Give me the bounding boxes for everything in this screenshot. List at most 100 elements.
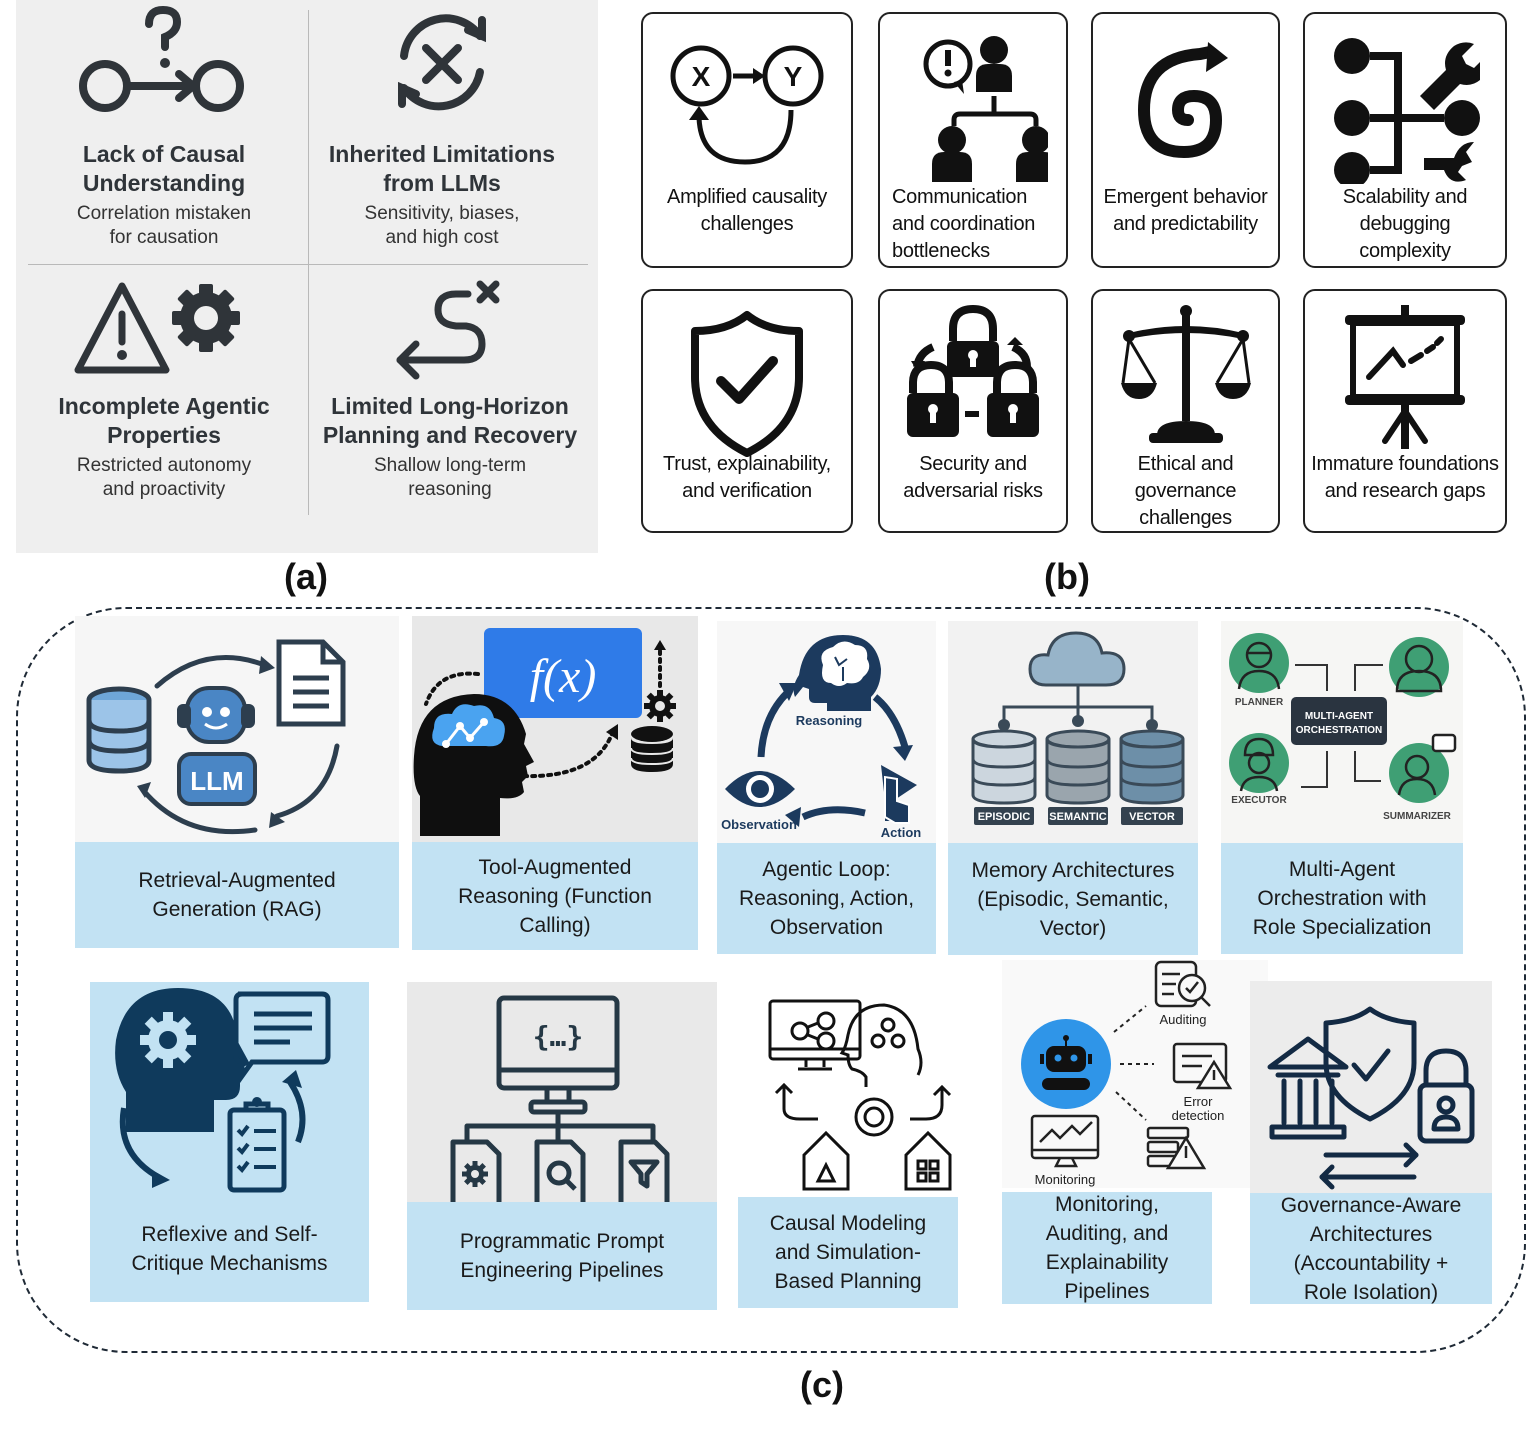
winding-path-x-icon: [396, 280, 500, 380]
summarizer-icon-text: SUMMARIZER: [1383, 811, 1452, 822]
challenge-card-trust: Trust, explainability, and verification: [641, 289, 853, 533]
technique-label: Tool-Augmented Reasoning (Function Calli…: [412, 842, 698, 950]
limitation-cell-causal: Lack of Causal Understanding Correlation…: [24, 6, 304, 250]
panel-b-caption: (b): [1044, 556, 1090, 597]
technique-card-tool-augmented: f(x) T: [412, 616, 698, 950]
card-label-line: governance: [1134, 480, 1237, 502]
cell-desc-line: for causation: [109, 227, 219, 248]
icon-text-y: Y: [784, 61, 803, 92]
causal-simulation-icon: [768, 999, 952, 1191]
technique-label: Memory Architectures (Episodic, Semantic…: [948, 843, 1198, 955]
card-label-line: Ethical and: [1137, 453, 1234, 475]
label-line: and Simulation-: [775, 1241, 921, 1264]
card-label-line: complexity: [1359, 240, 1451, 262]
cell-desc-line: Correlation mistaken: [76, 203, 252, 224]
memory-databases-icon: EPISODIC SEMANTIC VECTOR: [971, 631, 1185, 825]
card-label-line: challenges: [1139, 507, 1232, 529]
technique-card-reflexive: Reflexive and Self- Critique Mechanisms: [90, 982, 369, 1302]
cell-title-line: Understanding: [82, 170, 246, 196]
icon-text-x: X: [692, 61, 711, 92]
orchestration-icon-text: ORCHESTRATION: [1296, 725, 1382, 736]
label-line: Causal Modeling: [769, 1212, 927, 1235]
challenge-card-communication: Communication and coordination bottlenec…: [878, 12, 1068, 268]
action-icon-text: Action: [881, 825, 922, 840]
cell-title-line: Inherited Limitations: [328, 141, 556, 167]
spiral-arrow-icon: [1137, 42, 1228, 159]
card-label-line: debugging: [1359, 213, 1451, 235]
challenge-card-foundations: Immature foundations and research gaps: [1303, 289, 1507, 533]
label-line: Reasoning (Function: [458, 884, 652, 908]
challenge-card-security: Security and adversarial risks: [878, 289, 1068, 533]
technique-card-memory: EPISODIC SEMANTIC VECTOR Memory Architec…: [948, 621, 1198, 955]
technique-card-monitoring: Auditing Error detection Monitoring Moni…: [1002, 960, 1268, 1304]
challenge-card-causality: X Y Amplified causality challenges: [641, 12, 853, 268]
card-label-line: challenges: [700, 213, 794, 235]
technique-card-causal-simulation: Causal Modeling and Simulation- Based Pl…: [738, 985, 958, 1308]
technique-card-rag: LLM Retrieval-Augmented Generation (RAG): [75, 616, 399, 948]
label-line: Calling): [519, 913, 591, 937]
technique-card-agentic-loop: Reasoning Observation Action Agentic Loo…: [717, 621, 936, 954]
card-label-line: Immature foundations: [1311, 453, 1499, 475]
nodes-wrench-icon: [1334, 38, 1480, 184]
challenge-card-scalability: Scalability and debugging complexity: [1303, 12, 1507, 268]
panel-a-llm-limitations: Lack of Causal Understanding Correlation…: [16, 0, 598, 553]
challenge-card-ethical: Ethical and governance challenges: [1091, 289, 1280, 533]
label-line: Generation (RAG): [152, 898, 322, 921]
label-line: Observation: [769, 916, 884, 939]
label-line: Role Specialization: [1252, 916, 1432, 939]
technique-label: Multi-Agent Orchestration with Role Spec…: [1221, 843, 1463, 954]
limitation-cell-llm: Inherited Limitations from LLMs Sensitiv…: [302, 6, 582, 250]
technique-label: Programmatic Prompt Engineering Pipeline…: [407, 1202, 717, 1310]
label-line: Auditing, and: [1045, 1222, 1169, 1245]
label-line: Reasoning, Action,: [738, 887, 915, 910]
label-line: Architectures: [1309, 1222, 1433, 1246]
panel-c-caption: (c): [800, 1364, 844, 1405]
label-line: Vector): [1039, 916, 1107, 940]
agentic-loop-icon: Reasoning Observation Action: [721, 635, 922, 840]
technique-label: Reflexive and Self- Critique Mechanisms: [90, 1196, 369, 1302]
technique-label: Governance-Aware Architectures (Accounta…: [1250, 1193, 1492, 1304]
error-icon-text: Error: [1184, 1094, 1214, 1109]
panel-c-dashed-frame: [16, 607, 1526, 1353]
planner-icon-text: PLANNER: [1235, 697, 1284, 708]
card-label-line: Trust, explainability,: [663, 453, 831, 475]
cycle-x-icon: [398, 14, 486, 111]
label-line: Agentic Loop:: [762, 858, 891, 881]
label-line: (Episodic, Semantic,: [977, 887, 1169, 911]
cell-title-line: Limited Long-Horizon: [331, 393, 569, 419]
technique-card-multi-agent: PLANNER EXECUTOR SUMMARIZER MULTI-AGENT …: [1221, 621, 1463, 954]
card-label-line: Scalability and: [1342, 186, 1468, 208]
technique-label: Monitoring, Auditing, and Explainability…: [1002, 1192, 1212, 1304]
label-line: Engineering Pipelines: [460, 1259, 664, 1282]
presentation-chart-icon: [1345, 305, 1465, 449]
label-line: Retrieval-Augmented: [138, 869, 336, 892]
limitation-cell-planning: Limited Long-Horizon Planning and Recove…: [310, 280, 590, 502]
label-line: Programmatic Prompt: [459, 1230, 665, 1253]
grid-divider-horizontal: [28, 264, 588, 265]
card-label-line: Security and: [919, 453, 1027, 475]
technique-label: Agentic Loop: Reasoning, Action, Observa…: [717, 843, 936, 954]
card-label-line: and verification: [682, 480, 812, 502]
label-line: Tool-Augmented: [478, 855, 632, 879]
balance-scale-icon: [1120, 305, 1251, 443]
cell-title-line: Planning and Recovery: [322, 422, 578, 448]
label-line: Pipelines: [1064, 1280, 1150, 1303]
vector-icon-text: VECTOR: [1129, 811, 1175, 823]
technique-label: Causal Modeling and Simulation- Based Pl…: [738, 1197, 958, 1308]
llm-icon-text: LLM: [190, 766, 243, 796]
semantic-icon-text: SEMANTIC: [1049, 811, 1107, 823]
x-y-causal-loop-icon: X Y: [670, 45, 824, 165]
label-line: Role Isolation): [1303, 1280, 1439, 1304]
observation-icon-text: Observation: [721, 817, 797, 832]
monitoring-icon-text: Monitoring: [1035, 1172, 1096, 1187]
governance-architecture-icon: [1267, 1006, 1475, 1190]
card-label-line: Emergent behavior: [1103, 186, 1268, 208]
label-line: Multi-Agent: [1288, 858, 1396, 881]
label-line: Based Planning: [774, 1270, 922, 1293]
padlocks-cycle-icon: [907, 304, 1039, 437]
reasoning-icon-text: Reasoning: [796, 713, 863, 728]
technique-label: Retrieval-Augmented Generation (RAG): [75, 842, 399, 948]
cell-desc-line: Sensitivity, biases,: [364, 203, 520, 224]
executor-icon-text: EXECUTOR: [1231, 795, 1287, 806]
card-label-line: Amplified causality: [667, 186, 827, 208]
